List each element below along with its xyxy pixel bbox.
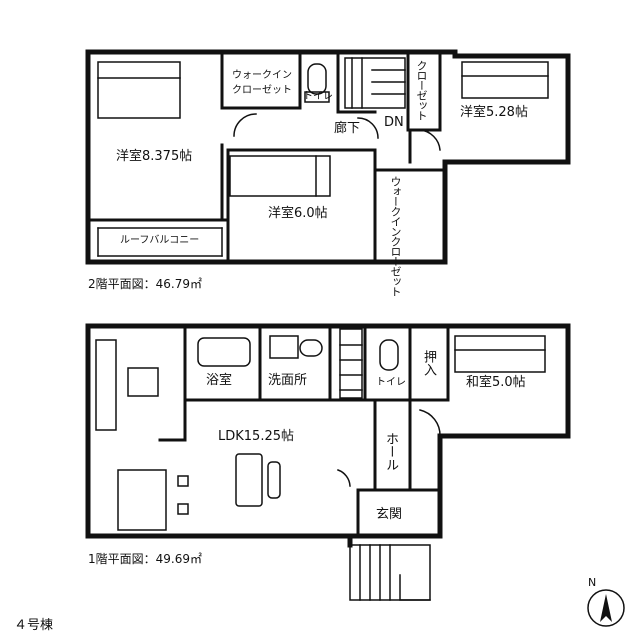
floor2-fixtures bbox=[97, 57, 549, 197]
room-hallway: 廊下 bbox=[334, 121, 361, 136]
room-toilet-2f: トイレ bbox=[303, 91, 333, 102]
floor2-caption: 2階平面図：46.79㎡ bbox=[88, 277, 202, 291]
room-washroom: 洗面所 bbox=[268, 373, 308, 388]
room-roof-balcony: ルーフバルコニー bbox=[120, 235, 200, 246]
compass-arrow-icon bbox=[587, 589, 625, 627]
room-hall: ホール bbox=[383, 432, 398, 471]
room-japanese: 和室5.0帖 bbox=[466, 375, 526, 390]
room-western-528: 洋室5.28帖 bbox=[460, 105, 528, 120]
room-closet-2f: クローゼット bbox=[415, 60, 428, 120]
floor1-walls bbox=[85, 323, 571, 548]
floor1-interior-walls bbox=[158, 327, 450, 538]
floor2-walls bbox=[85, 49, 571, 265]
room-ldk: LDK15.25帖 bbox=[218, 429, 294, 444]
room-toilet-1f: トイレ bbox=[376, 377, 406, 388]
north-label: N bbox=[588, 576, 597, 589]
room-western-8375: 洋室8.375帖 bbox=[116, 149, 193, 164]
building-label: ４号棟 bbox=[14, 618, 54, 633]
floor1-fixtures bbox=[95, 328, 546, 601]
room-bath: 浴室 bbox=[206, 373, 233, 388]
floor1-caption: 1階平面図：49.69㎡ bbox=[88, 552, 202, 566]
room-walkin-closet-2f: ウォークイン クローゼット bbox=[232, 70, 292, 96]
room-walkin-closet-2f-b: ウォークインクローゼット bbox=[389, 176, 402, 296]
room-western-6: 洋室6.0帖 bbox=[268, 206, 328, 221]
stairs-down-label: DN bbox=[384, 115, 404, 130]
north-compass: N bbox=[586, 576, 626, 628]
room-oshiire: 押入 bbox=[421, 350, 436, 376]
room-entrance: 玄関 bbox=[376, 507, 403, 522]
